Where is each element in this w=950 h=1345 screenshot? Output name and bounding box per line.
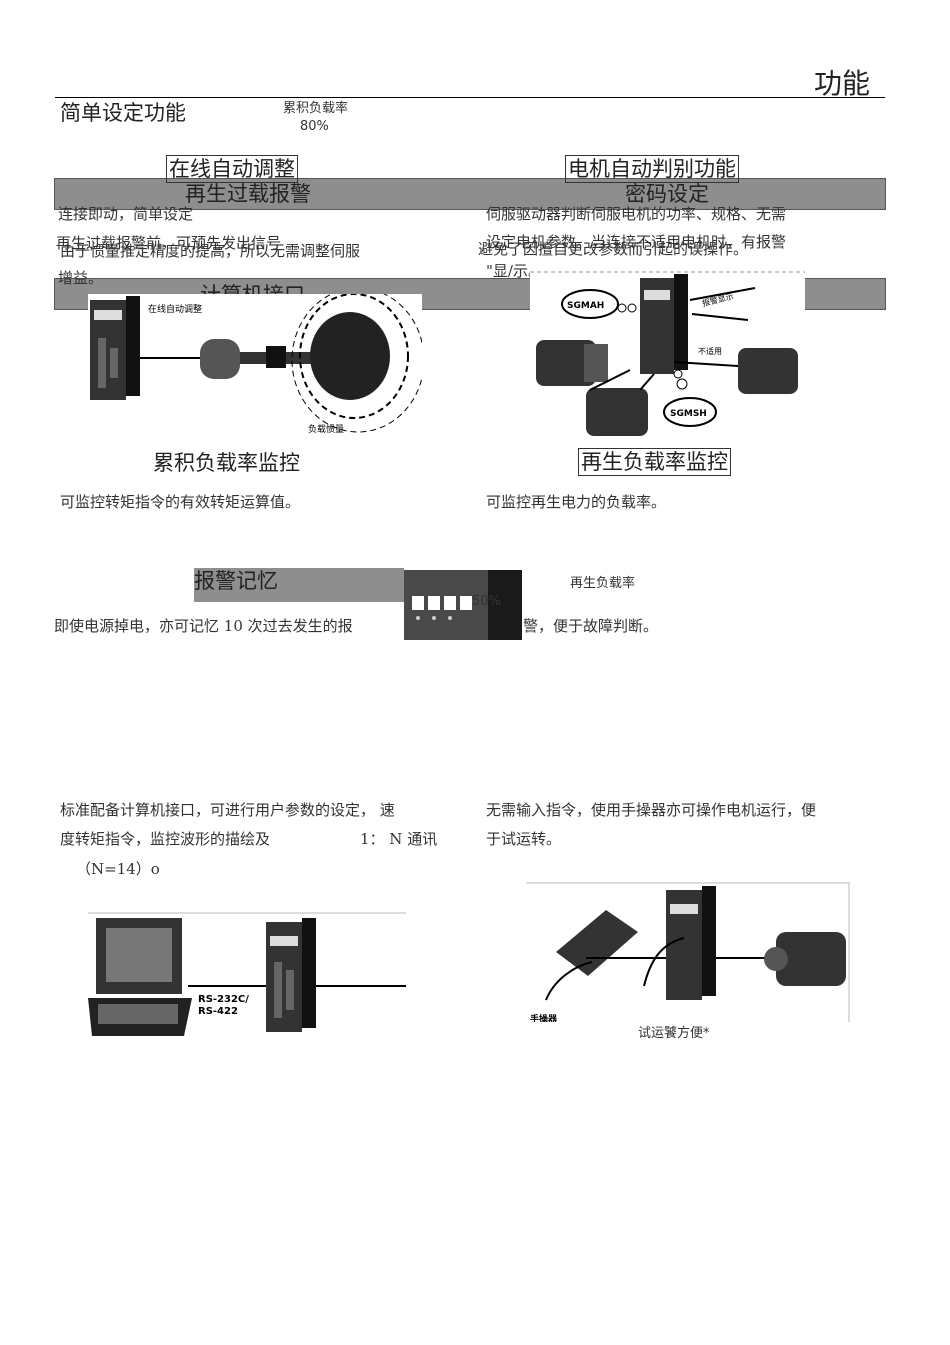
torque-monitor-text: 可监控转矩指令的有效转矩运算值。 <box>60 493 301 511</box>
regen-monitor-text: 可监控再生电力的负载率。 <box>486 493 667 511</box>
pendant-tag: 手操器 <box>530 1013 558 1022</box>
alarm-memory-text-b: 警，便于故障判断。 <box>523 617 659 635</box>
inertia-tag: 负载惯量 <box>308 423 344 435</box>
param-set-text: 设定电机参数。当连接不适用电机时，有报警 <box>486 233 787 251</box>
sgmah-tag: SGMAH <box>567 301 604 311</box>
simple-setting-label: 简单设定功能 <box>60 101 186 125</box>
alarm-display-figure <box>404 570 522 640</box>
heading-online-tuning: 在线自动调整 <box>166 155 298 183</box>
online-tag: 在线自动调整 <box>148 303 202 315</box>
heading-cum-load-monitor: 累积负载率监控 <box>153 451 300 475</box>
comm-tag-2: RS-422 <box>198 1006 238 1017</box>
heading-regen-overload: 再生过载报警 <box>185 182 311 206</box>
alarm-memory-text-a: 即使电源掉电，亦可记忆 10 次过去发生的报 <box>54 617 353 635</box>
cumulative-load-value: 80% <box>300 119 329 134</box>
page-title: 功能 <box>813 67 870 100</box>
sgmsh-tag: SGMSH <box>670 409 707 419</box>
heading-motor-identify: 电机自动判别功能 <box>565 155 739 183</box>
motor-identify-figure: SGMAH 报警显示 不适用 SGMSH <box>530 270 805 442</box>
heading-regen-load-monitor: 再生负载率监控 <box>578 448 731 476</box>
regen-load-label: 再生负载率 <box>570 576 636 591</box>
regen-load-value: 50% <box>472 594 501 609</box>
pc-text-c: （N=14）o <box>76 860 160 878</box>
pc-interface-figure: RS-232C/ RS-422 <box>88 912 406 1038</box>
jog-figure: 手操器 <box>526 882 850 1022</box>
inertia-text: 由于惯量推定精度的提高，所以无需调整伺服 <box>60 242 361 260</box>
param-avoid-text: 避免了因擅自更改参数而引起的误操作。 <box>478 240 749 258</box>
pc-text-a: 标准配备计算机接口，可进行用户参数的设定， 速 <box>60 801 395 819</box>
not-applicable-tag: 不适用 <box>698 346 722 356</box>
band-1 <box>54 178 886 210</box>
trial-caption: 试运饕方便* <box>638 1026 710 1041</box>
servo-identify-text: 伺服驱动器判断伺服电机的功率、规格、无需 <box>486 205 787 223</box>
connect-start-text: 连接即动，简单设定 <box>58 205 194 223</box>
regen-warn-text: 再生过载报警前，可预先发出信号 <box>56 234 282 252</box>
pc-text-b2: 1： N 通讯 <box>360 830 438 848</box>
jog-text-b: 于试运转。 <box>486 830 562 848</box>
header-rule <box>55 97 885 98</box>
heading-password: 密码设定 <box>625 182 709 206</box>
cumulative-load-label: 累积负载率 <box>283 101 349 116</box>
gain-text: 增益。 <box>58 269 104 287</box>
heading-alarm-memory: 报警记忆 <box>194 568 404 602</box>
display-text: "显/示。 <box>486 262 543 280</box>
comm-tag: RS-232C/ <box>198 994 249 1005</box>
jog-text-a: 无需输入指令，使用手操器亦可操作电机运行，便 <box>486 801 817 819</box>
online-tuning-figure: 在线自动调整 负载惯量 <box>88 294 422 440</box>
pc-text-b1: 度转矩指令，监控波形的描绘及 <box>60 830 271 848</box>
